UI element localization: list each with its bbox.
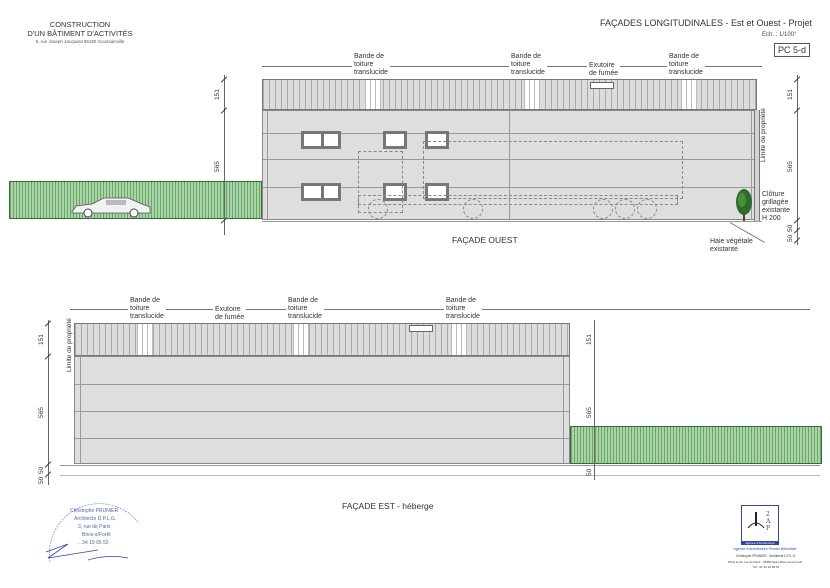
agency-line2: 27bis et 29, rue de Paris - 95350 Saint-… [727, 560, 803, 564]
agency-logo-caption: Agence d'Architecture [742, 541, 778, 545]
dimension-line [797, 75, 798, 245]
tree-icon [735, 188, 753, 222]
dimension-line [224, 75, 225, 235]
label-bande-translucide-1: Bande de toiture translucide [128, 297, 166, 321]
project-title-line1: CONSTRUCTION [49, 20, 111, 29]
dimension-line [48, 320, 49, 485]
dim-base: 50 [586, 468, 593, 476]
stamp-city: Brice-s/Forêt [82, 532, 111, 538]
roof-label-leader [70, 309, 810, 310]
label-bande-translucide-2: Bande de toiture translucide [286, 297, 324, 321]
project-address: 5, rue Joseph Jacquard 95190 Goussainvil… [35, 39, 125, 44]
pilaster [267, 111, 268, 219]
window [301, 183, 341, 201]
translucent-band [365, 80, 381, 109]
dim-roof-height: 151 [38, 334, 45, 345]
label-bande-translucide-3: Bande de toiture translucide [667, 53, 705, 77]
agency-name: Agence d'Architecture Prunier Bénédicte [733, 547, 797, 551]
agency-block: 2 A P Agence d'Architecture Agence d'Arc… [705, 505, 825, 585]
window [383, 183, 407, 201]
caption-facade-ouest: FAÇADE OUEST [452, 235, 518, 245]
facade-ouest: Bande de toiture translucide Bande de to… [0, 0, 830, 270]
hedge-right [570, 426, 822, 464]
stamp-title: Architecte D.P.L.G. [74, 516, 117, 522]
dim-wall-height: 565 [586, 407, 593, 418]
panel-joint [75, 411, 569, 412]
sheet-title: FAÇADES LONGITUDINALES - Est et Ouest - … [600, 18, 813, 28]
label-cloture-grillagee: Clôture grillagée existante H 200 [762, 191, 791, 222]
window [383, 131, 407, 149]
svg-text:A: A [765, 518, 771, 525]
agency-line1: Christophe PRUNIER - Architecte D.P.L.G. [735, 554, 797, 558]
translucent-band [293, 324, 309, 355]
translucent-band [451, 324, 467, 355]
svg-text:P: P [766, 525, 770, 532]
translucent-band [524, 80, 540, 109]
dim-roof-height: 151 [586, 334, 593, 345]
label-bande-translucide-3: Bande de toiture translucide [444, 297, 482, 321]
window [301, 131, 341, 149]
architect-stamp: Christophe PRUNIER Architecte D.P.L.G. 3… [38, 492, 148, 572]
roof-cladding [262, 79, 757, 110]
panel-joint [75, 438, 569, 439]
label-bande-translucide-2: Bande de toiture translucide [509, 53, 547, 77]
agency-line3: Tél : 01 34 19 65 52 [752, 565, 780, 569]
ground-line [262, 221, 762, 222]
dimension-line [594, 320, 595, 480]
label-limite-propriete: Limite de propriété [66, 318, 73, 372]
dim-wall-height: 565 [38, 407, 45, 418]
facade-wall [74, 356, 570, 464]
stamp-name: Christophe PRUNIER [70, 508, 119, 514]
agency-logo: 2 A P Agence d'Architecture [741, 505, 779, 545]
panel-joint [75, 384, 569, 385]
title-block: CONSTRUCTION D'UN BÂTIMENT D'ACTIVITÉS 5… [5, 20, 155, 46]
fence-post [754, 110, 760, 222]
label-bande-translucide-1: Bande de toiture translucide [352, 53, 390, 77]
smoke-vent [409, 325, 433, 332]
label-haie-vegetale: Haie végétale existante [710, 238, 753, 253]
ground-line [60, 475, 820, 476]
truck-wheel [615, 199, 635, 219]
pilaster [80, 357, 81, 463]
dim-base-2: 50 [38, 476, 45, 484]
sheet-scale: Ech. : 1/100° [762, 32, 797, 38]
roof-cladding [74, 323, 570, 356]
truck-trailer-outline [423, 141, 683, 199]
sheet-reference: PC 5-d [774, 43, 811, 57]
truck-chassis-outline [358, 195, 678, 205]
label-exutoire-fumee: Exutoire de fumée [213, 306, 247, 322]
caption-facade-est: FAÇADE EST - héberge [342, 501, 434, 511]
window [425, 183, 449, 201]
pilaster [509, 111, 510, 219]
dim-base-1: 50 [38, 466, 45, 474]
stamp-phone: .. 34 19 65 52 [78, 540, 109, 546]
car [70, 196, 152, 218]
translucent-band [681, 80, 697, 109]
truck-wheel [593, 199, 613, 219]
label-exutoire-fumee: Exutoire de fumée [587, 62, 621, 78]
translucent-band [137, 324, 153, 355]
smoke-vent [590, 82, 614, 89]
svg-text:2: 2 [766, 511, 770, 518]
pilaster [563, 357, 564, 463]
stamp-street: 3, rue de Paris [78, 524, 111, 530]
truck-wheel [463, 199, 483, 219]
ground-line [60, 465, 820, 466]
truck-wheel [368, 199, 388, 219]
facade-wall [262, 110, 757, 220]
pilaster [751, 111, 752, 219]
truck-wheel [637, 199, 657, 219]
window [425, 131, 449, 149]
project-title-line2: D'UN BÂTIMENT D'ACTIVITÉS [27, 29, 133, 38]
